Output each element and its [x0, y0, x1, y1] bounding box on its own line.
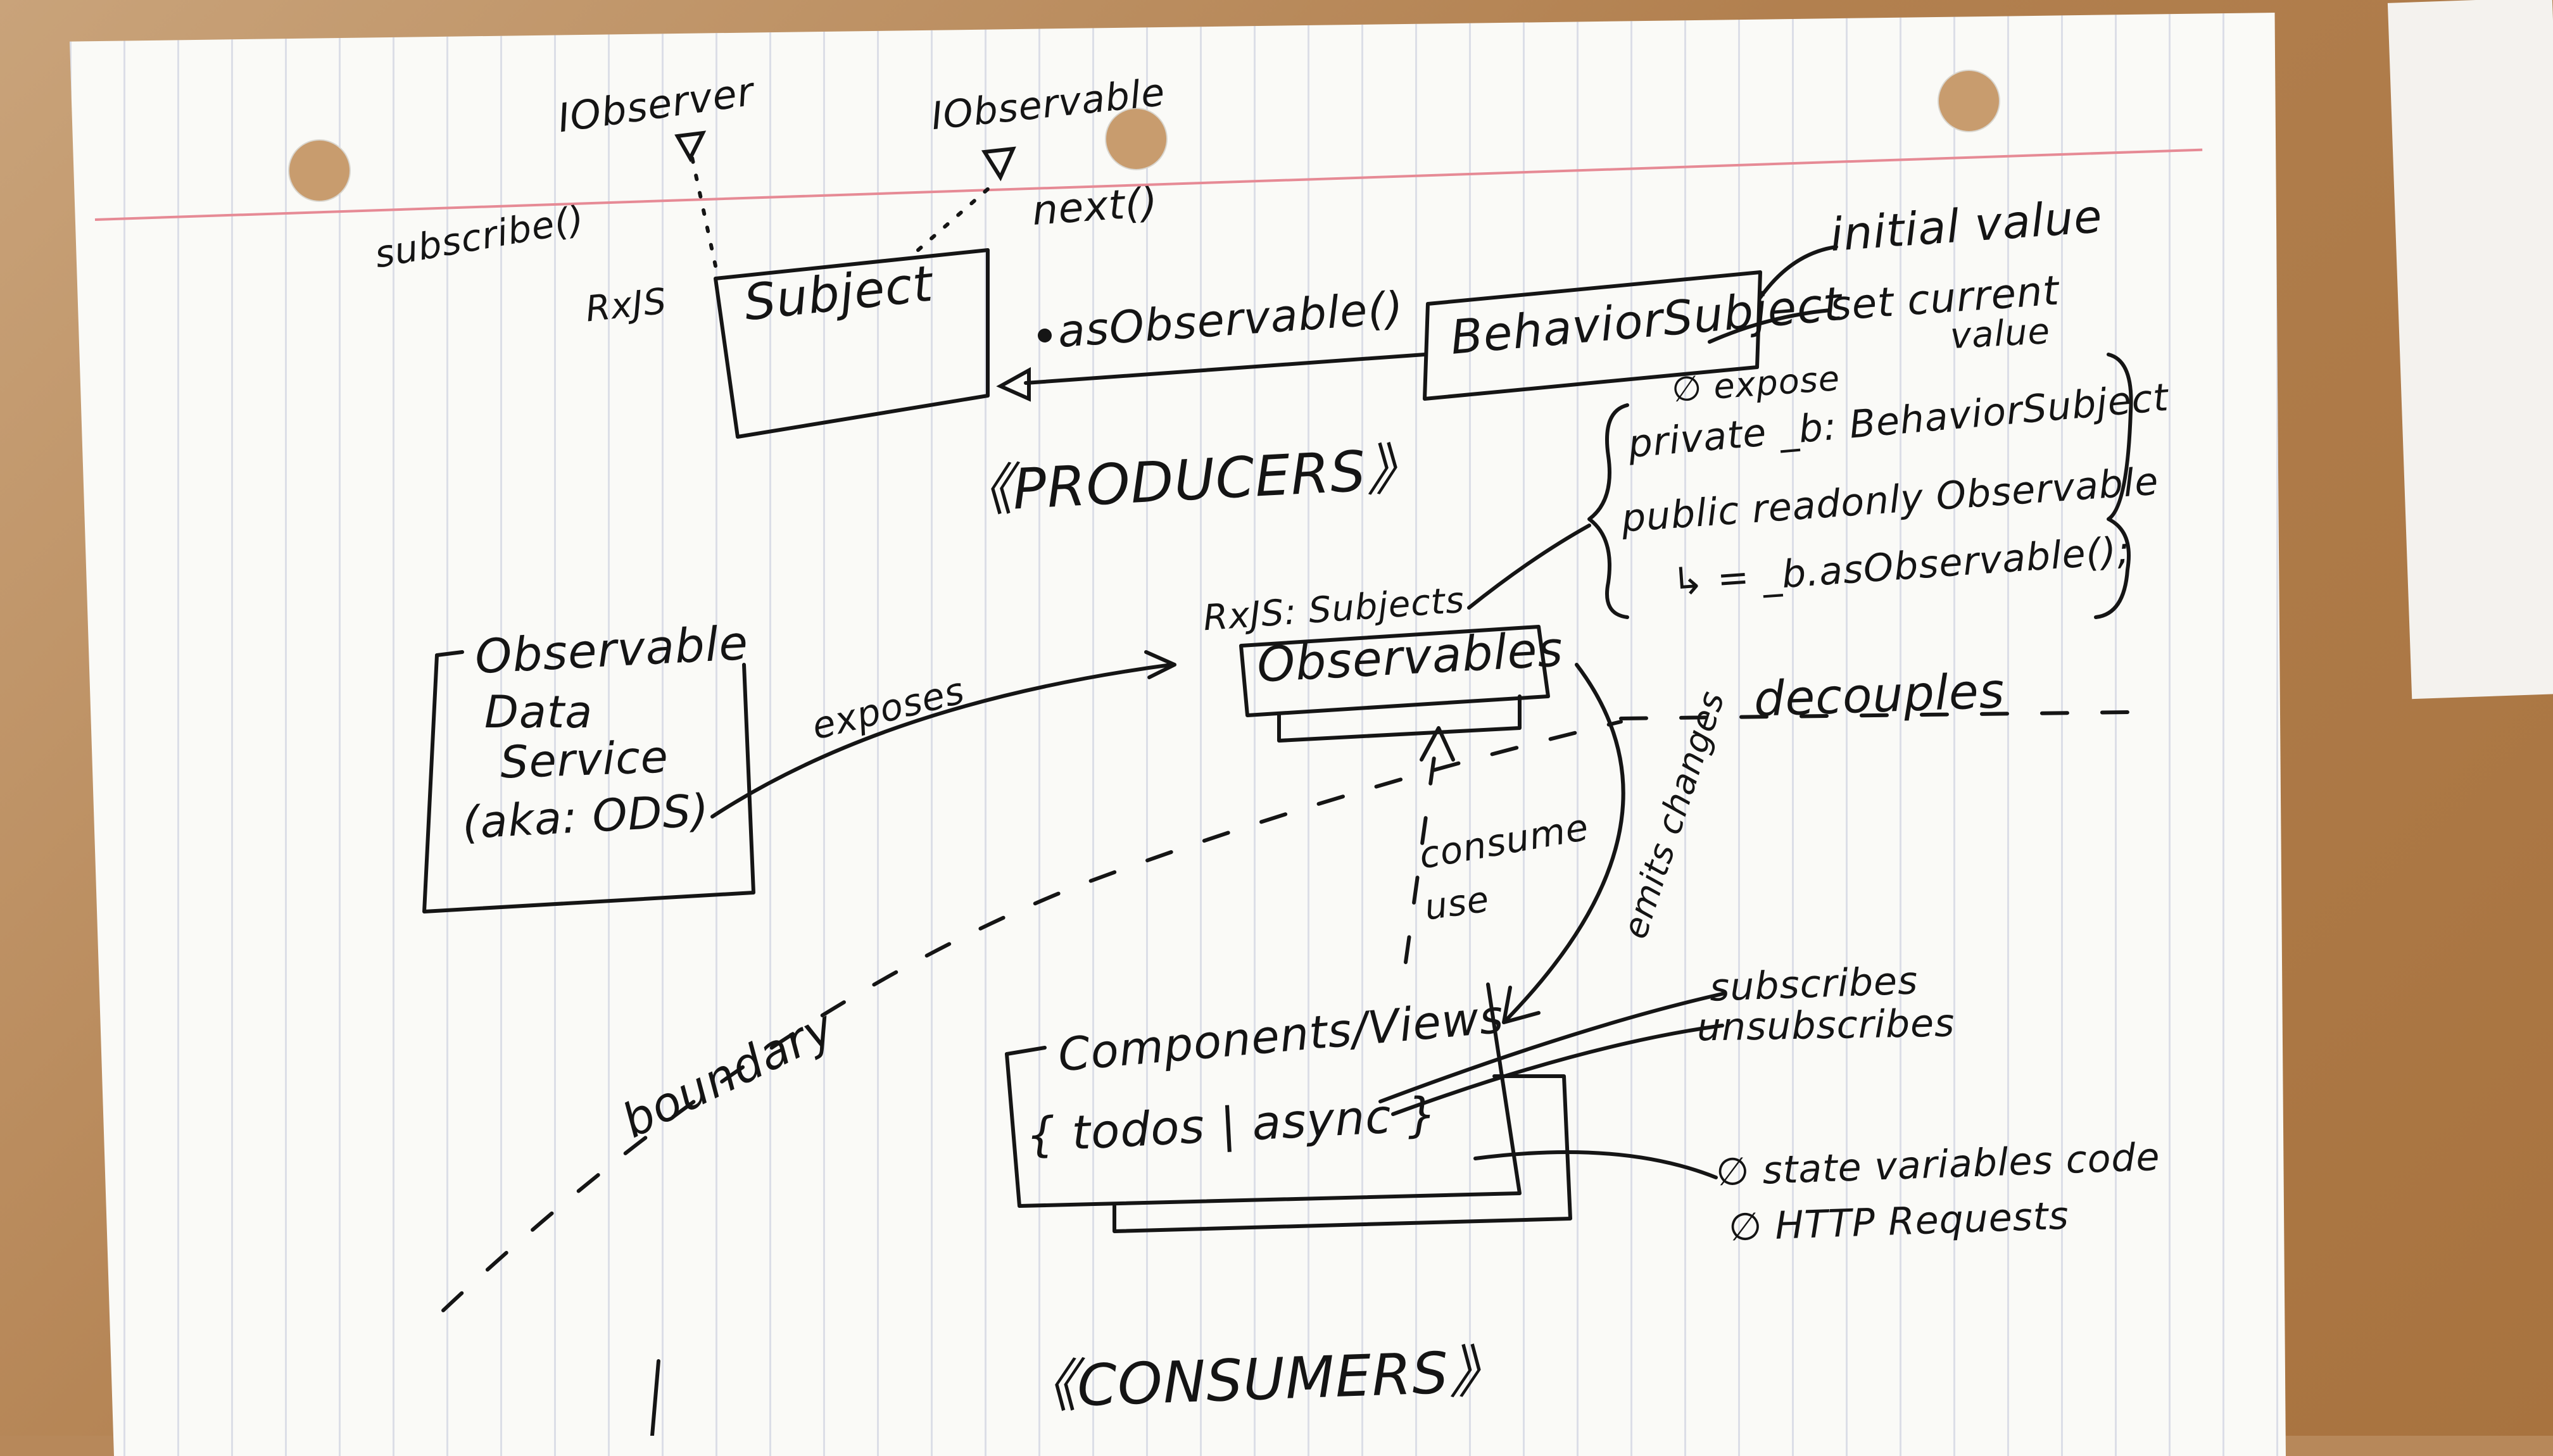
exposes-arrow-line	[710, 663, 1173, 819]
iobservable-dotted-line	[916, 182, 996, 252]
ods-box-top	[435, 650, 464, 657]
iobserver-arrowhead	[674, 130, 707, 163]
notebook-paper	[70, 13, 2286, 1456]
components-box	[1005, 982, 1522, 1208]
observables-box	[1239, 625, 1550, 717]
use-label: use	[1421, 879, 1492, 929]
code-note-right-brace	[2094, 353, 2133, 619]
ods-line2: Data	[484, 686, 593, 738]
subject-box	[714, 248, 990, 439]
exposes-arrowhead	[1144, 650, 1176, 679]
decouples-label: decouples	[1753, 662, 2006, 727]
set-current-connector	[1708, 308, 1832, 344]
value-label: value	[1949, 310, 2052, 358]
components-box-under	[1113, 1074, 1572, 1233]
consume-arrowhead	[1420, 726, 1455, 762]
bottom-tick	[650, 1359, 660, 1436]
as-observable-dot	[1038, 329, 1052, 342]
iobservable-arrowhead	[981, 146, 1016, 182]
observables-box-under	[1277, 694, 1522, 743]
subscribes-label: subscribes	[1708, 958, 1919, 1010]
initial-value-connector	[1758, 245, 1838, 299]
emits-changes-arrowhead	[1502, 986, 1541, 1024]
rxjs-label: RxJS	[583, 280, 669, 330]
state-connector	[1473, 1150, 1718, 1179]
unsubscribes-connector	[1391, 1024, 1724, 1116]
ods-box	[422, 653, 755, 913]
ods-line3: Service	[499, 731, 670, 789]
emits-changes-arrow-line	[1505, 663, 1625, 1021]
subscribes-connector	[1378, 992, 1724, 1103]
consumers-label: 《CONSUMERS》	[1018, 1338, 1508, 1422]
subjects-to-note-line	[1467, 524, 1591, 610]
behavior-subject-box	[1423, 270, 1762, 401]
punch-hole-middle	[1105, 108, 1168, 170]
code-note-left-brace	[1587, 403, 1629, 619]
inheritance-line	[1024, 353, 1427, 385]
components-box-top	[1005, 1046, 1047, 1056]
unsubscribes-label: unsubscribes	[1696, 1001, 1955, 1050]
punch-hole-right	[1938, 70, 2000, 132]
ods-line4: (aka: ODS)	[461, 784, 711, 850]
next-label: next()	[1030, 179, 1160, 235]
decouples-dashed-line	[1619, 710, 2129, 720]
boundary-dashed-line	[441, 720, 1623, 1312]
no-http-label: ∅ HTTP Requests	[1727, 1193, 2070, 1250]
inheritance-arrowhead	[996, 367, 1031, 402]
punch-hole-left	[288, 139, 351, 202]
ods-line1: Observable	[474, 615, 750, 685]
consume-dashed-line	[1404, 732, 1439, 964]
iobserver-dotted-line	[688, 147, 717, 268]
